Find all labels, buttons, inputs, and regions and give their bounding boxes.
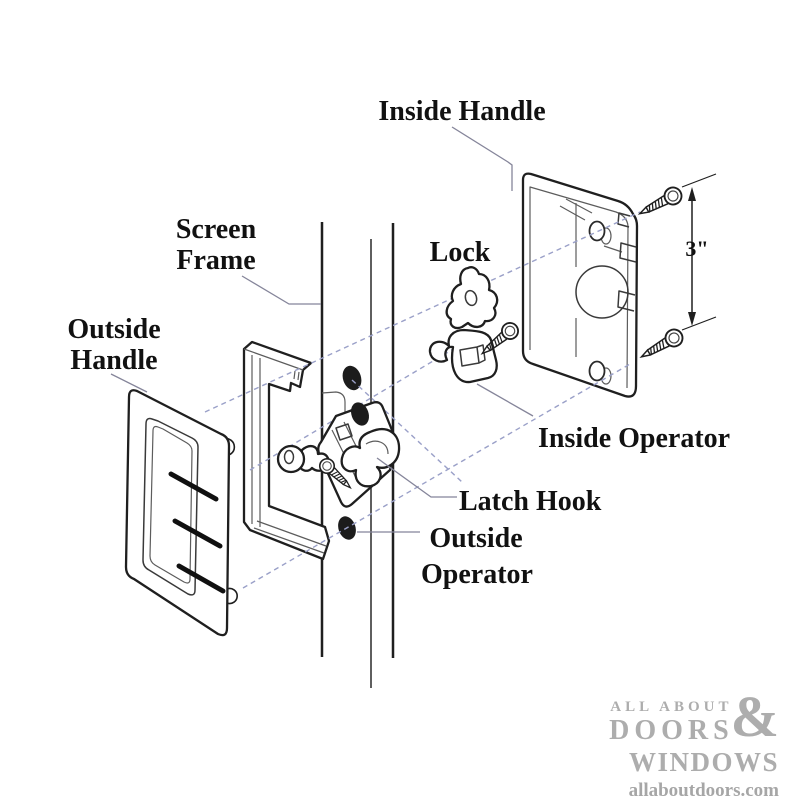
label-inside-handle: Inside Handle bbox=[378, 96, 545, 127]
latch-hook bbox=[317, 401, 401, 508]
label-outside-operator-2: Operator bbox=[421, 559, 533, 590]
frame-notch bbox=[321, 391, 346, 416]
inside-handle-side-notches bbox=[617, 212, 637, 312]
inside-handle-bottom-post bbox=[588, 360, 606, 382]
dimension-3in: 3" bbox=[681, 173, 717, 331]
outside-handle-recess bbox=[142, 417, 199, 596]
part-labels: Inside Handle Screen Frame Lock Outside … bbox=[67, 96, 730, 590]
inside-operator-body bbox=[428, 328, 498, 384]
latch-pivot-hole bbox=[351, 402, 369, 426]
label-screen-frame-2: Frame bbox=[176, 245, 255, 276]
label-screen-frame-1: Screen bbox=[176, 214, 257, 245]
inside-handle-inner-contour bbox=[529, 186, 629, 389]
outside-handle-recess-inner bbox=[149, 425, 193, 584]
leader-inside-handle bbox=[451, 126, 513, 191]
frame-hole-upper bbox=[342, 365, 362, 391]
bracket-body bbox=[242, 340, 331, 561]
grip-line-3 bbox=[176, 563, 226, 594]
outside-handle-post-lower bbox=[226, 587, 238, 605]
watermark-left-col: ALL ABOUT DOORS bbox=[609, 694, 734, 745]
dimension-arrow-down bbox=[688, 312, 696, 326]
watermark-doors: DOORS bbox=[609, 715, 734, 746]
label-lock: Lock bbox=[430, 237, 491, 268]
leader-screen-frame bbox=[241, 275, 321, 305]
watermark-url: allaboutdoors.com bbox=[628, 780, 779, 800]
dimension-arrow-up bbox=[688, 187, 696, 201]
inside-handle-finger-recess bbox=[575, 265, 629, 319]
label-latch-hook: Latch Hook bbox=[459, 486, 602, 517]
outside-operator-disc bbox=[276, 444, 306, 474]
dashed-guide-line-lower bbox=[242, 363, 631, 589]
leader-lines bbox=[110, 126, 534, 533]
grip-line-1 bbox=[168, 471, 219, 502]
dimension-label: 3" bbox=[685, 236, 708, 261]
mounting-bracket bbox=[242, 340, 331, 561]
lock-hole bbox=[464, 289, 478, 307]
inside-handle-gussets bbox=[559, 198, 623, 253]
latch-hook-inner-line bbox=[365, 440, 389, 455]
bracket-ramp-grooves bbox=[253, 520, 327, 554]
outside-operator-hole bbox=[283, 449, 295, 465]
latch-hook-blade bbox=[340, 428, 401, 488]
label-outside-handle-2: Handle bbox=[70, 345, 157, 376]
leader-outside-handle bbox=[110, 373, 148, 393]
inside-handle bbox=[521, 172, 639, 398]
watermark-all-about: ALL ABOUT bbox=[610, 699, 733, 715]
watermark-top-row: ALL ABOUT DOORS & bbox=[609, 684, 779, 749]
watermark-ampersand: & bbox=[730, 684, 779, 749]
outside-handle-plate bbox=[124, 389, 231, 637]
label-outside-handle-1: Outside bbox=[67, 314, 160, 345]
dimension-extension-ticks bbox=[681, 173, 717, 331]
watermark-logo: ALL ABOUT DOORS & WINDOWS allaboutdoors.… bbox=[609, 684, 779, 800]
latch-boss bbox=[335, 423, 353, 441]
grip-line-2 bbox=[172, 518, 223, 549]
leader-latch-hook bbox=[376, 457, 457, 498]
dashed-guide-line-latch bbox=[351, 379, 463, 483]
screw-bottom-right bbox=[636, 325, 687, 366]
inside-operator-part bbox=[428, 328, 498, 384]
label-outside-operator-1: Outside bbox=[429, 523, 522, 554]
screw-top-right bbox=[634, 183, 686, 223]
lock-part bbox=[445, 266, 499, 330]
bracket-detail-lines bbox=[243, 348, 304, 527]
inside-handle-top-post bbox=[588, 220, 606, 242]
leader-inside-operator bbox=[476, 383, 534, 417]
outside-handle bbox=[124, 389, 238, 637]
watermark-windows: WINDOWS bbox=[628, 747, 779, 777]
dashed-guide-line-upper bbox=[204, 211, 641, 413]
lock-body bbox=[445, 266, 499, 330]
label-inside-operator: Inside Operator bbox=[538, 423, 730, 454]
